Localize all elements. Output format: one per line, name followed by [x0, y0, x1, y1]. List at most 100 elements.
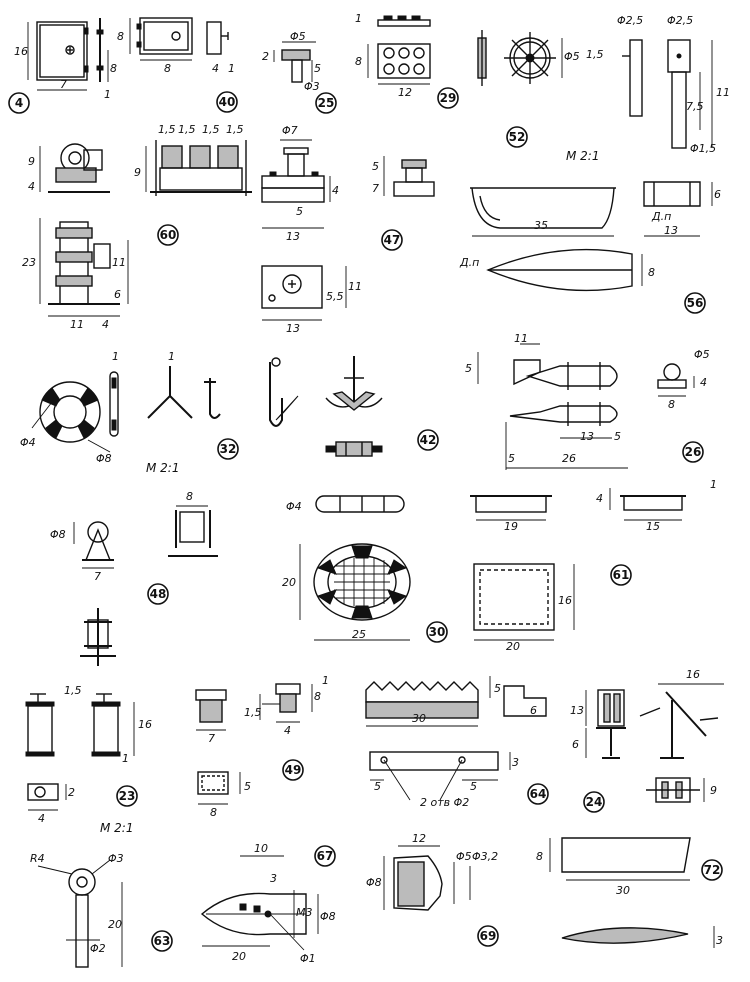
part-48-dim-dia8: Φ8 — [50, 528, 66, 541]
part-60-dim-23: 23 — [22, 256, 36, 269]
part-49-dim-8b: 8 — [210, 806, 217, 819]
part-32-number: 32 — [220, 442, 237, 456]
base-plate-dim-13: 13 — [286, 322, 300, 335]
part-60-dim-1-5-c: 1,5 — [202, 123, 220, 136]
part-32-dim-dia4: Φ4 — [20, 436, 36, 449]
part-61-number: 61 — [613, 568, 630, 582]
part-26-dim-26: 26 — [562, 452, 576, 465]
part-4-dim-height: 16 — [14, 45, 28, 58]
part-61-dim-20: 20 — [506, 640, 520, 653]
part-61-dim-4: 4 — [596, 492, 603, 505]
part-24-drawing: 13 6 16 9 — [570, 668, 724, 803]
scale-label-2: М 2:1 — [146, 461, 179, 475]
part-56-dim-13: 13 — [664, 224, 678, 237]
part-69-dim-dia3-2: Φ3,2 — [472, 850, 498, 863]
part-25-drawing: Φ5 2 5 Φ3 — [262, 30, 321, 93]
part-40-dim-thick: 1 — [228, 62, 235, 75]
part-60-dim-6: 6 — [114, 288, 121, 301]
part-64-dim-5a: 5 — [494, 682, 501, 695]
part-52-number: 52 — [509, 130, 526, 144]
part-40-number: 40 — [219, 95, 236, 109]
part-29-circle — [437, 87, 459, 109]
part-56-dim-dp-b: Д.п — [459, 256, 479, 269]
part-64-dim-3: 3 — [512, 756, 519, 769]
part-40-dim-height: 8 — [117, 30, 124, 43]
part-61-drawing: 19 4 15 1 16 20 — [470, 478, 717, 653]
part-49-dim-1: 1 — [322, 674, 329, 687]
part-48-dim-8: 8 — [186, 490, 193, 503]
part-52-dim-7-5: 7,5 — [686, 100, 704, 113]
part-64-dim-holes: 2 отв Φ2 — [420, 796, 469, 809]
part-4-circle — [8, 92, 30, 114]
part-60-dim-4b: 4 — [102, 318, 109, 331]
part-67-drawing: 10 3 M3 Φ8 20 Φ1 — [200, 842, 336, 965]
part-24-dim-6: 6 — [572, 738, 579, 751]
part-47-dim-5b: 5 — [372, 160, 379, 173]
part-23-drawing: 1,5 16 1 2 4 — [25, 684, 152, 825]
part-60-drawing: 9 4 1,5 1,5 1,5 1,5 9 23 11 6 11 4 — [22, 123, 252, 331]
part-26-dim-8: 8 — [668, 398, 675, 411]
part-56-number: 56 — [687, 296, 704, 310]
part-52-dim-dia1-5: Φ1,5 — [690, 142, 716, 155]
part-23-dim-2: 2 — [68, 786, 75, 799]
part-47-dim-13: 13 — [286, 230, 300, 243]
part-61-dim-19: 19 — [504, 520, 518, 533]
part-64-dim-6: 6 — [530, 704, 537, 717]
part-69-drawing: 12 Φ5 Φ3,2 Φ8 — [366, 832, 498, 911]
part-30-dim-dia4: Φ4 — [286, 500, 302, 513]
part-30-drawing: Φ4 20 25 — [282, 495, 411, 641]
part-69-dim-12: 12 — [412, 832, 426, 845]
part-32-circle — [217, 438, 239, 460]
part-63-dim-dia3: Φ3 — [108, 852, 124, 865]
part-67-dim-3: 3 — [270, 872, 277, 885]
scale-label-1: М 2:1 — [566, 149, 599, 163]
part-29-dim-12: 12 — [398, 86, 412, 99]
part-42-drawing — [269, 356, 383, 457]
part-52-drawing: Φ5 1,5 Φ2,5 Φ2,5 11 7,5 Φ1,5 — [477, 14, 730, 155]
part-23-dim-4: 4 — [38, 812, 45, 825]
part-26-dim-5c: 5 — [508, 452, 515, 465]
part-49-number: 49 — [285, 763, 302, 777]
part-60-dim-1-5-d: 1,5 — [226, 123, 244, 136]
part-24-number: 24 — [586, 795, 603, 809]
part-60-number: 60 — [160, 228, 177, 242]
part-4-number: 4 — [15, 96, 23, 110]
part-26-number: 26 — [685, 445, 702, 459]
part-63-circle — [151, 930, 173, 952]
part-47-circle — [381, 229, 403, 251]
part-26-dim-4: 4 — [700, 376, 707, 389]
part-48-circle — [147, 583, 169, 605]
part-24-dim-9: 9 — [710, 784, 717, 797]
part-56-circle — [684, 292, 706, 314]
part-60-dim-11a: 11 — [112, 256, 126, 269]
part-52-circle — [506, 126, 528, 148]
part-69-number: 69 — [480, 929, 497, 943]
part-25-number: 25 — [318, 96, 335, 110]
part-64-drawing: 30 5 6 3 5 5 2 отв Φ2 — [365, 676, 547, 809]
part-49-dim-8a: 8 — [314, 690, 321, 703]
part-25-circle — [315, 92, 337, 114]
part-48-number: 48 — [150, 587, 167, 601]
part-49-dim-4: 4 — [284, 724, 291, 737]
base-plate-dim-5-5: 5,5 — [326, 290, 344, 303]
part-4-drawing: 16 8 7 1 — [14, 18, 117, 101]
part-48-dim-7: 7 — [94, 570, 101, 583]
part-56-dim-6: 6 — [714, 188, 721, 201]
part-40-drawing: 8 8 4 1 — [117, 17, 235, 75]
part-23-dim-1: 1 — [122, 752, 129, 765]
part-69-dim-dia5: Φ5 — [456, 850, 472, 863]
part-26-circle — [682, 441, 704, 463]
part-64-dim-30: 30 — [412, 712, 426, 725]
part-61-dim-15: 15 — [646, 520, 660, 533]
part-40-dim-width: 8 — [164, 62, 171, 75]
part-24-circle — [583, 791, 605, 813]
part-26-dim-5a: 5 — [465, 362, 472, 375]
part-42-circle — [417, 429, 439, 451]
part-52-dim-1-5: 1,5 — [586, 48, 604, 61]
part-48-drawing: Φ8 7 8 — [50, 490, 218, 666]
part-60-dim-4: 4 — [28, 180, 35, 193]
part-32-drawing: Φ4 Φ8 1 1 — [20, 350, 221, 465]
part-61-dim-1: 1 — [710, 478, 717, 491]
part-72-dim-3: 3 — [716, 934, 723, 947]
